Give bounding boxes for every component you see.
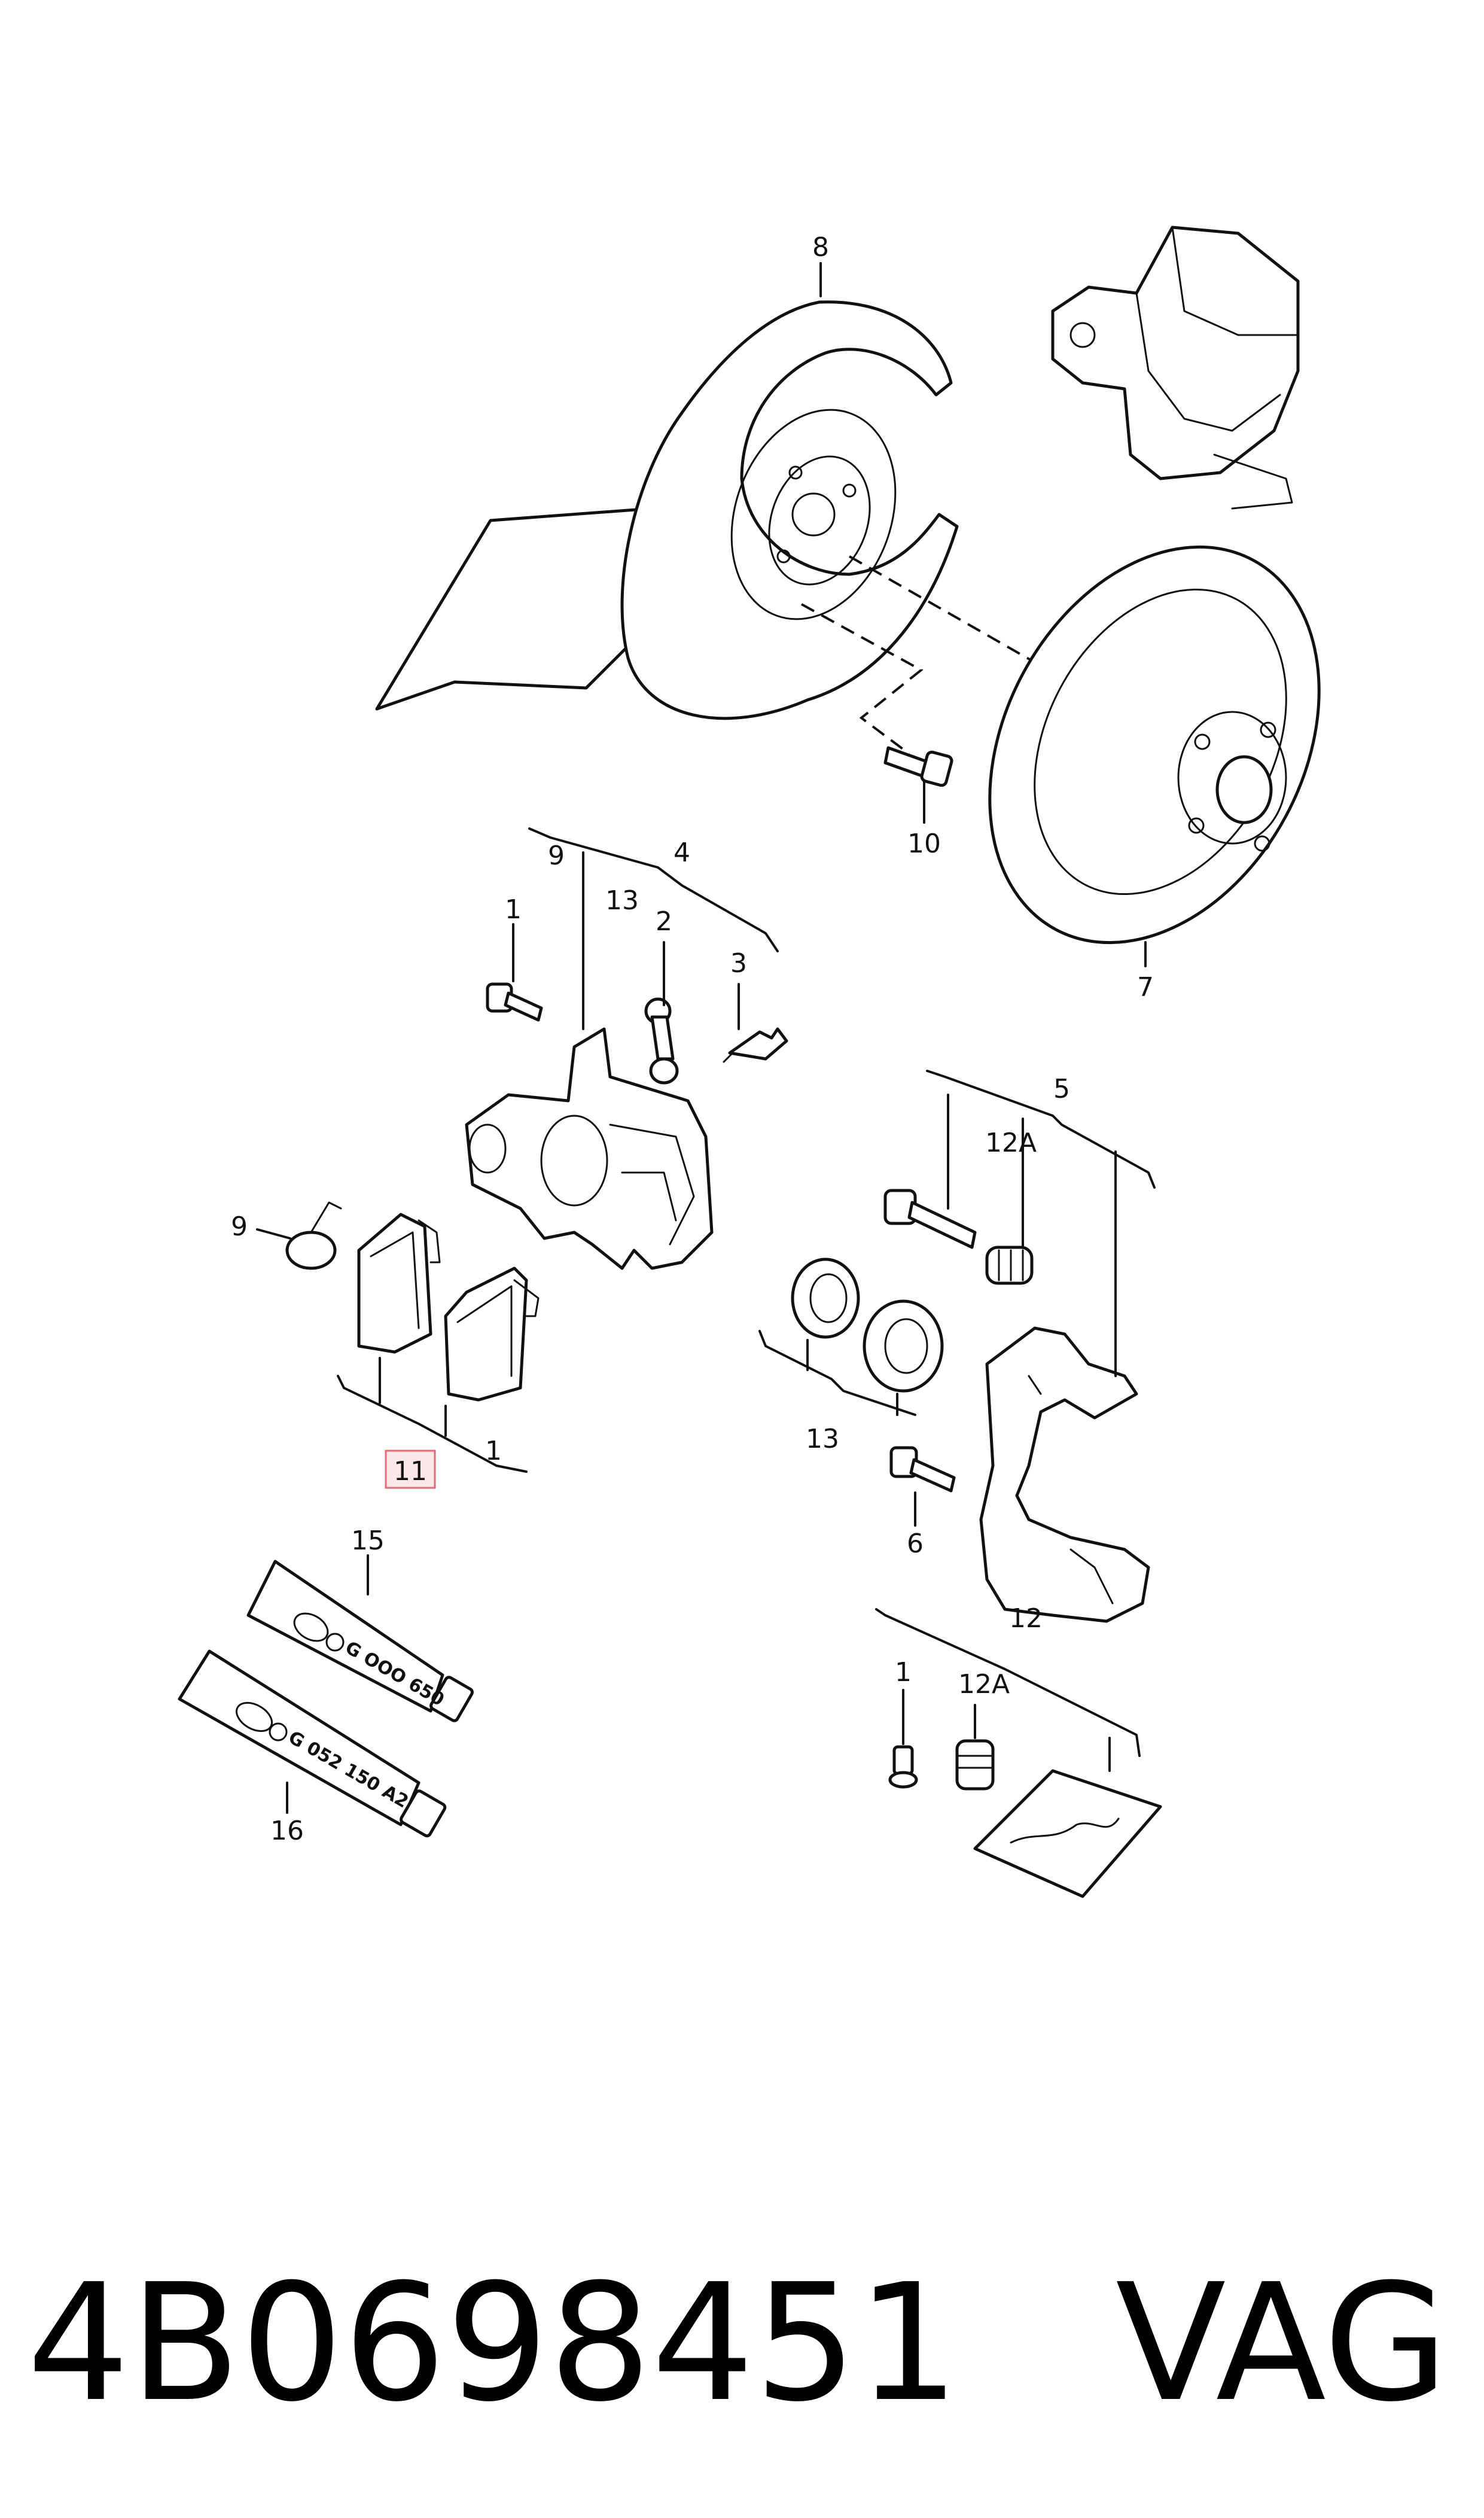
- callout-13-bottom[interactable]: 13: [806, 1424, 839, 1454]
- grease-sachet-part[interactable]: [973, 1769, 1162, 1898]
- spring-clip-part[interactable]: [285, 1201, 342, 1270]
- highlight-box: [385, 1450, 436, 1489]
- brake-pads-part[interactable]: [357, 1213, 540, 1402]
- assembly-line: [801, 603, 924, 755]
- guide-pin-part[interactable]: [644, 997, 679, 1085]
- part-number: 4B0698451: [27, 2249, 960, 2437]
- callout-16[interactable]: 16: [270, 1816, 304, 1846]
- callout-10[interactable]: 10: [907, 829, 941, 859]
- callout-13-top[interactable]: 13: [605, 885, 639, 916]
- callout-9-left[interactable]: 9: [231, 1211, 248, 1242]
- callout-15[interactable]: 15: [351, 1526, 385, 1556]
- callout-3[interactable]: 3: [730, 948, 747, 979]
- carrier-bolt-part[interactable]: [883, 1189, 977, 1249]
- callout-1-top[interactable]: 1: [505, 894, 522, 925]
- callout-6[interactable]: 6: [907, 1529, 924, 1559]
- brake-disc-part[interactable]: [924, 490, 1385, 1000]
- caliper-top-right-part[interactable]: [1051, 226, 1300, 510]
- callout-8[interactable]: 8: [812, 232, 829, 263]
- bleed-screw-part[interactable]: [723, 1027, 788, 1063]
- callout-7[interactable]: 7: [1137, 972, 1154, 1003]
- repair-kit-sleeve-part[interactable]: [955, 1739, 995, 1791]
- carrier-mount-bolt-part[interactable]: [889, 1446, 956, 1493]
- piston-seal-part[interactable]: [863, 1299, 944, 1393]
- brake-caliper-part[interactable]: [465, 1027, 714, 1270]
- callout-11[interactable]: 11: [394, 1456, 427, 1487]
- callout-4[interactable]: 4: [674, 838, 690, 868]
- wheel-bolt-part[interactable]: [883, 746, 953, 787]
- repair-kit-bolt-part[interactable]: [888, 1745, 918, 1789]
- seal-ring-part[interactable]: [791, 1258, 860, 1339]
- callout-1-pads[interactable]: 1: [485, 1436, 502, 1466]
- callout-9-top[interactable]: 9: [548, 841, 565, 871]
- dust-shield-part[interactable]: [375, 300, 959, 720]
- guide-sleeve-part[interactable]: [985, 1246, 1034, 1285]
- callout-12A-mid[interactable]: 12A: [985, 1128, 1037, 1158]
- brand-name: VAG: [1116, 2249, 1449, 2437]
- callout-12[interactable]: 12: [1009, 1603, 1043, 1634]
- caliper-carrier-part[interactable]: [979, 1326, 1150, 1623]
- callout-1-bottom[interactable]: 1: [895, 1657, 912, 1688]
- callout-2[interactable]: 2: [656, 906, 672, 937]
- callout-12A-bottom[interactable]: 12A: [958, 1669, 1010, 1700]
- assembly-line: [849, 555, 1059, 677]
- caliper-bolt-part[interactable]: [486, 982, 543, 1022]
- callout-5[interactable]: 5: [1053, 1074, 1070, 1104]
- leader-lines: [256, 262, 1156, 1814]
